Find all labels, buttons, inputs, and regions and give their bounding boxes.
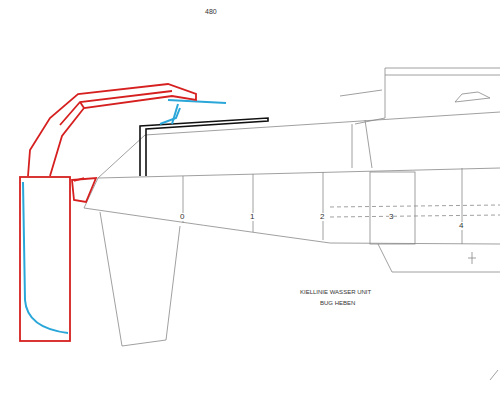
- station-number: 3: [389, 213, 393, 221]
- note: BUG HEBEN: [320, 300, 355, 306]
- station-number: 0: [180, 213, 184, 221]
- station-number: 2: [320, 213, 324, 221]
- station-number: 1: [250, 213, 254, 221]
- note: KIELLINIE WASSER UNIT: [300, 289, 371, 295]
- station-number: 4: [459, 222, 463, 230]
- dimension: 480: [205, 8, 217, 15]
